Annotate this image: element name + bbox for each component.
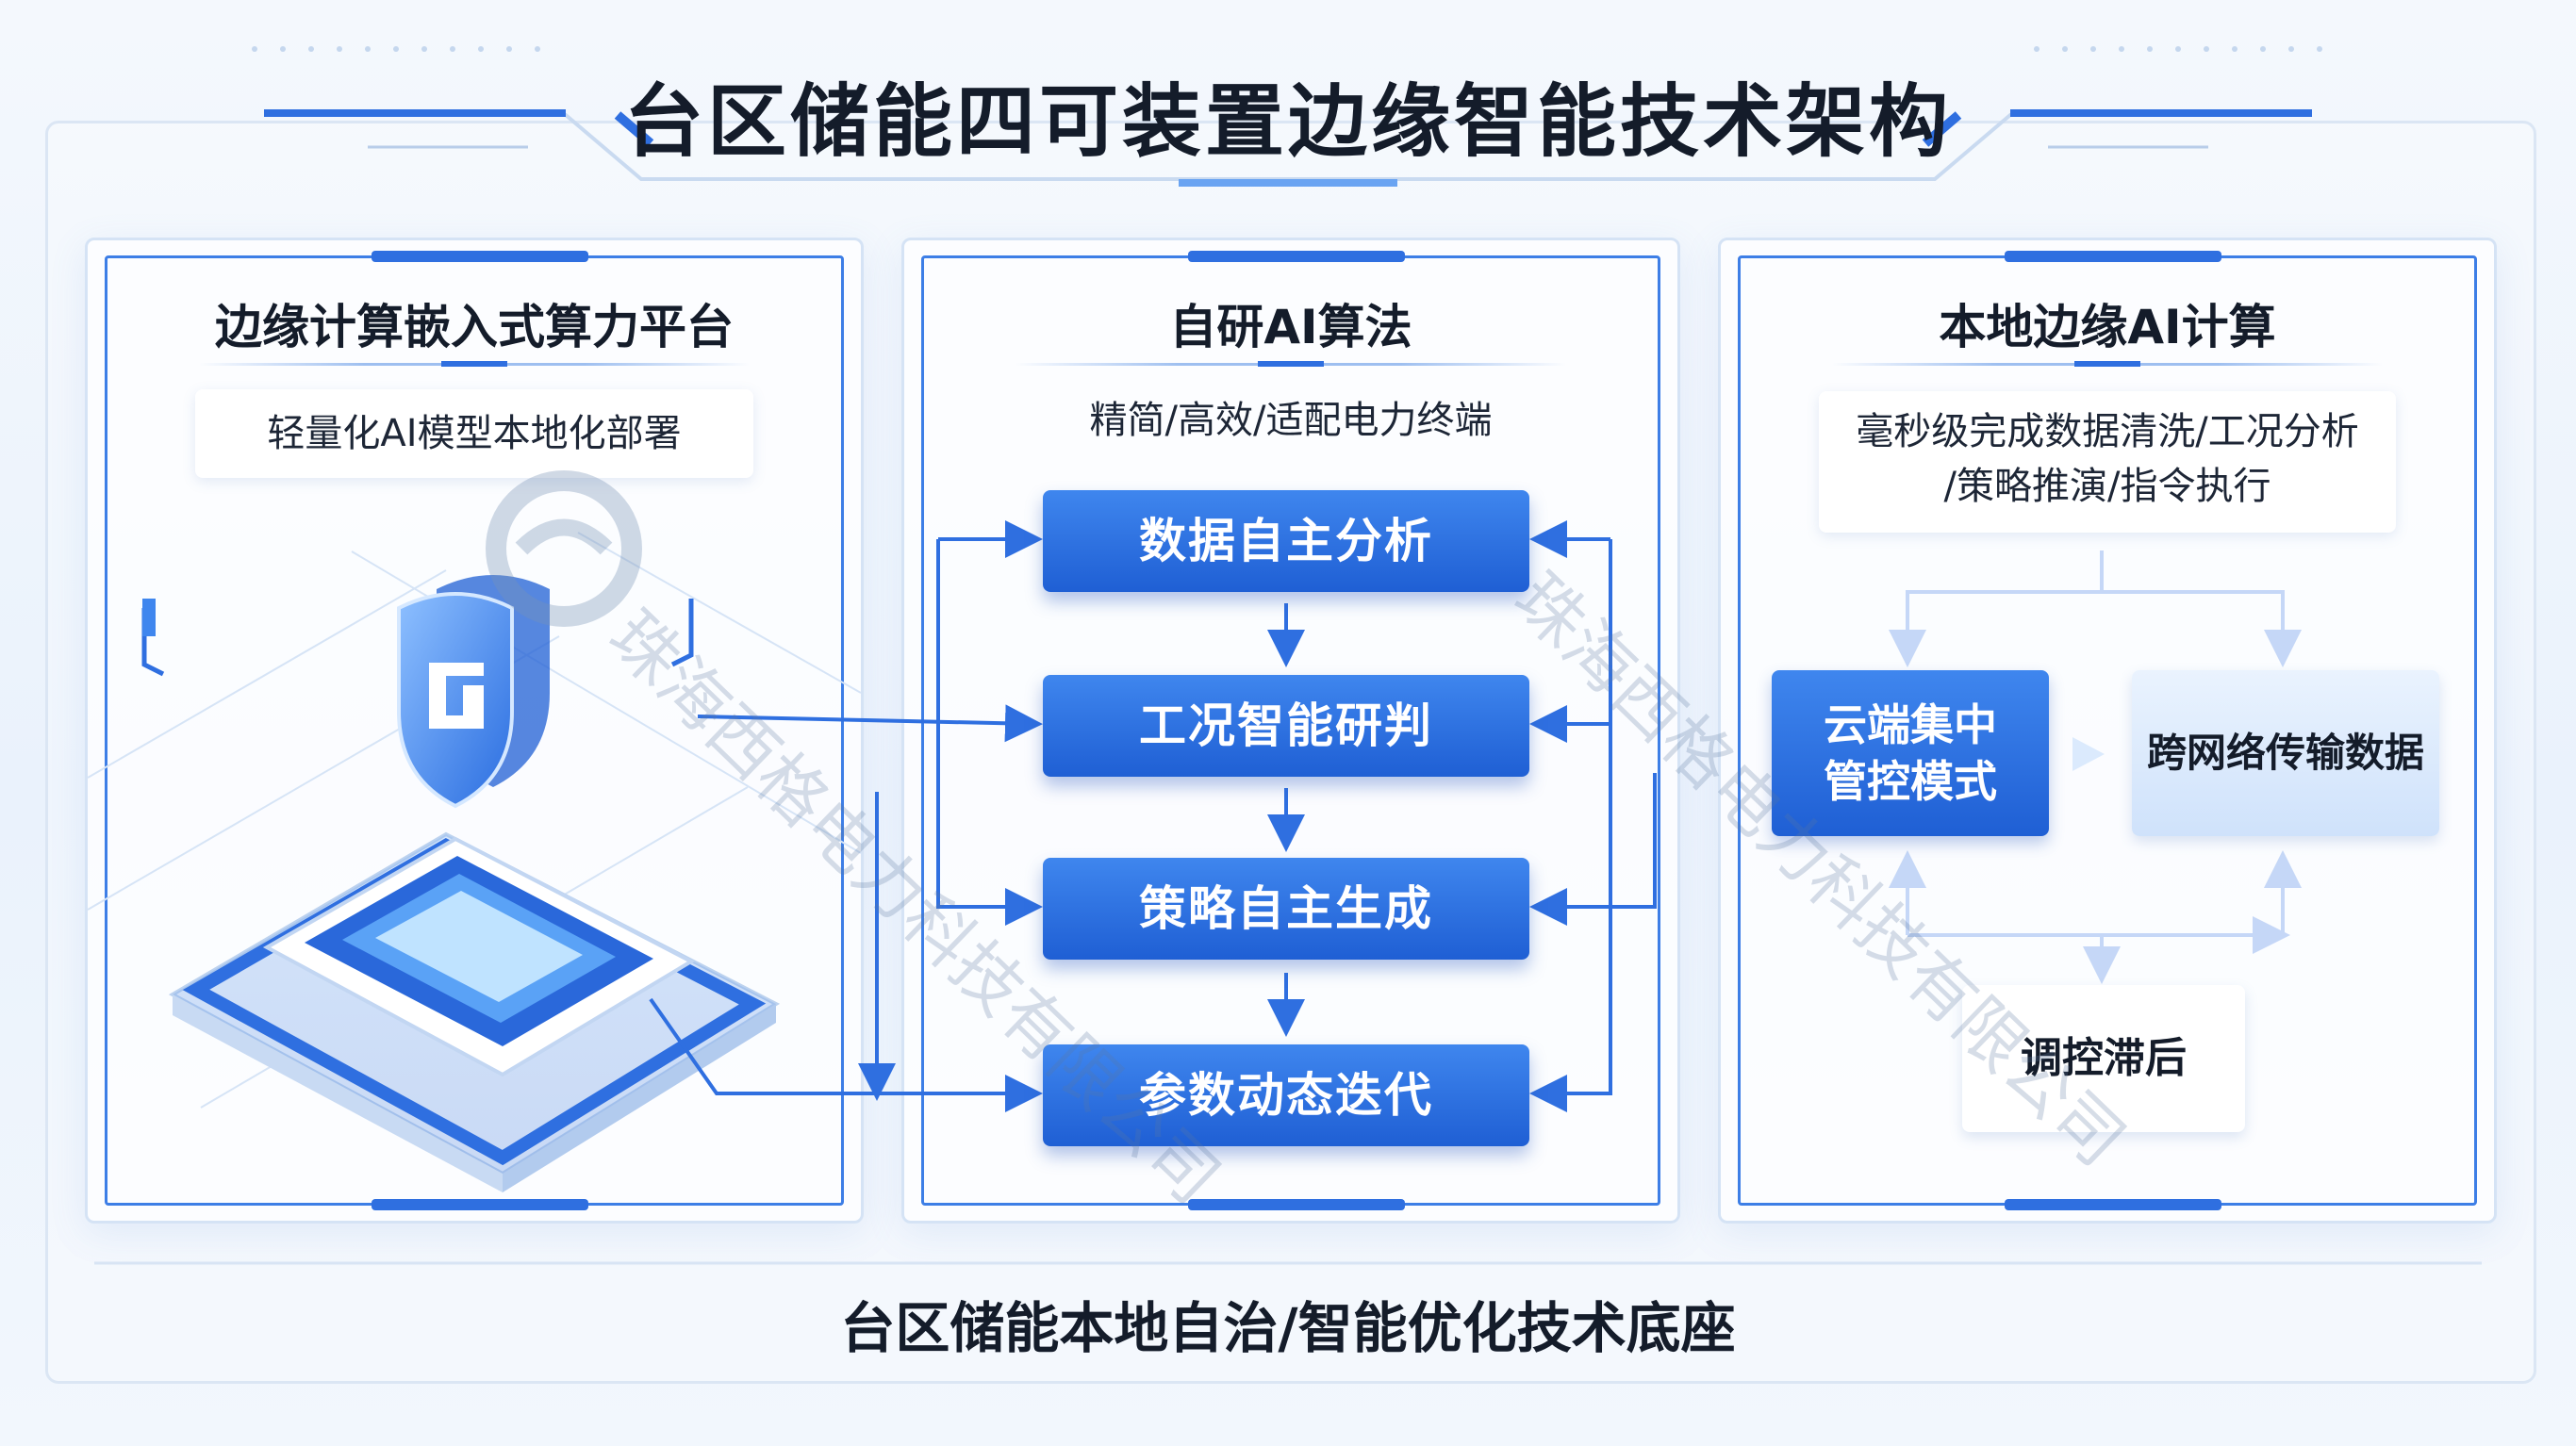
cloud-mode-box: 云端集中 管控模式 [1772, 670, 2049, 836]
cloud-mode-line: 云端集中 [1824, 699, 1997, 750]
panel-frame [105, 251, 844, 1210]
panel-title: 本地边缘AI计算 [1939, 300, 2276, 354]
flow-step-data-analysis: 数据自主分析 [1043, 490, 1529, 592]
control-delay-box: 调控滞后 [1962, 985, 2245, 1132]
panel-subtitle: 毫秒级完成数据清洗/工况分析 /策略推演/指令执行 [1819, 391, 2396, 533]
page-title: 台区储能四可装置边缘智能技术架构 [623, 75, 1952, 168]
watermark-logo-icon [486, 470, 642, 627]
panel-title: 边缘计算嵌入式算力平台 [215, 300, 734, 354]
edge-ai-compute-panel: 本地边缘AI计算 毫秒级完成数据清洗/工况分析 /策略推演/指令执行 云端集中 … [1718, 238, 2497, 1224]
title-decoration [252, 46, 2322, 187]
panel-subtitle-line: /策略推演/指令执行 [1943, 465, 2271, 508]
panel-subtitle-line: 毫秒级完成数据清洗/工况分析 [1856, 410, 2359, 453]
edge-platform-panel: 边缘计算嵌入式算力平台 轻量化AI模型本地化部署 [85, 238, 864, 1224]
cross-network-box: 跨网络传输数据 [2132, 670, 2439, 836]
cloud-mode-line: 管控模式 [1824, 756, 1997, 807]
chip-shield-icon [88, 532, 861, 1192]
panel-frame [1738, 251, 2477, 1210]
panel-subtitle: 精简/高效/适配电力终端 [1089, 399, 1493, 442]
foundation-decoration [94, 1261, 2482, 1265]
panel-subtitle: 轻量化AI模型本地化部署 [195, 389, 753, 478]
panel-subtitle-text: 轻量化AI模型本地化部署 [267, 412, 682, 455]
flow-step-condition-judgment: 工况智能研判 [1043, 675, 1529, 777]
flow-step-strategy-generation: 策略自主生成 [1043, 858, 1529, 960]
panel-frame [921, 251, 1660, 1210]
panel-title: 自研AI算法 [1169, 300, 1412, 354]
foundation-label: 台区储能本地自治/智能优化技术底座 [840, 1296, 1736, 1360]
flow-step-parameter-iteration: 参数动态迭代 [1043, 1044, 1529, 1146]
